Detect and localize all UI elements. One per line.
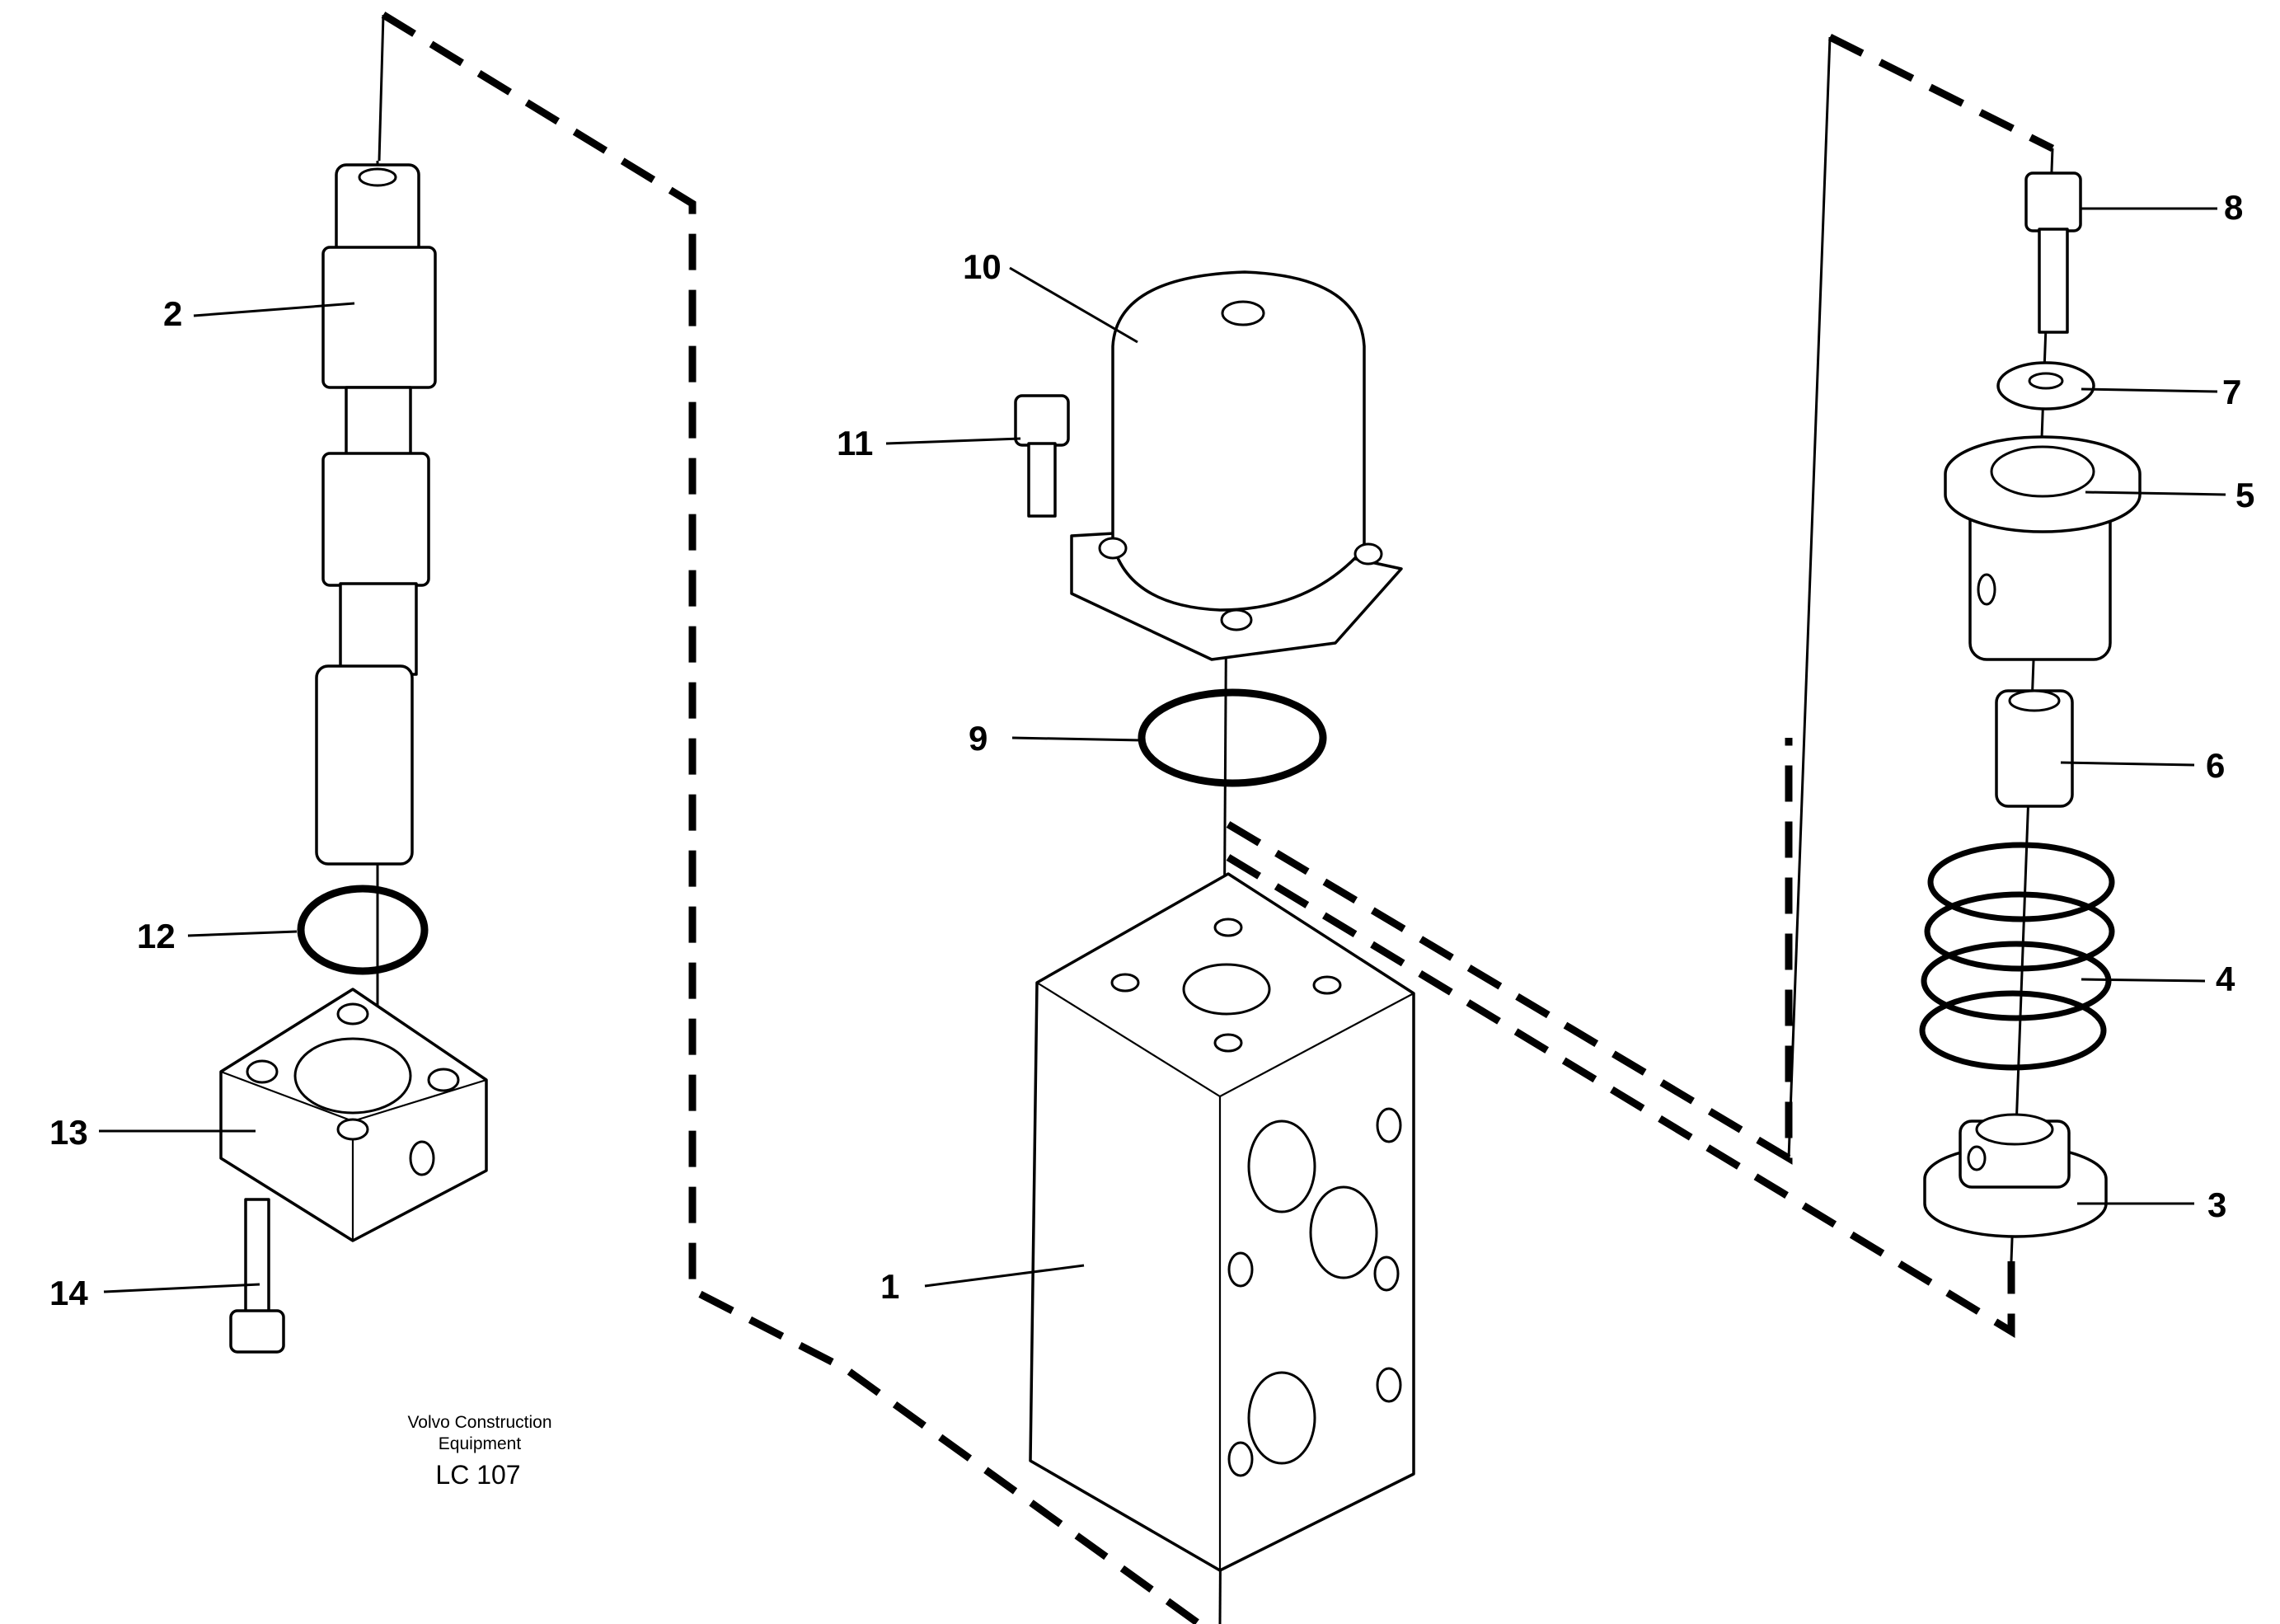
callout-1: 1 bbox=[880, 1267, 899, 1306]
caption-equipment: Equipment bbox=[439, 1434, 522, 1453]
part-6-sleeve bbox=[1995, 689, 2074, 808]
part-9-o-ring bbox=[1138, 688, 1327, 787]
drawing-code: LC 107 bbox=[435, 1460, 520, 1490]
callout-4: 4 bbox=[2216, 960, 2235, 998]
callout-7: 7 bbox=[2222, 373, 2241, 411]
part-3-spring-seat bbox=[1923, 1113, 2108, 1238]
callout-10: 10 bbox=[963, 247, 1002, 286]
dashed-assembly-lines bbox=[378, 12, 2055, 1624]
callout-3: 3 bbox=[2207, 1185, 2226, 1224]
callout-6: 6 bbox=[2206, 746, 2225, 785]
callout-13: 13 bbox=[49, 1113, 88, 1152]
callout-12: 12 bbox=[137, 917, 176, 955]
callout-2: 2 bbox=[163, 294, 182, 333]
leader-lines bbox=[99, 207, 2226, 1293]
part-5-spring-retainer bbox=[1944, 435, 2142, 661]
part-14-cap-screw bbox=[229, 1198, 285, 1354]
part-8-cap-screw bbox=[2024, 171, 2082, 334]
callout-11: 11 bbox=[837, 424, 873, 462]
part-2-spool bbox=[315, 163, 437, 866]
part-7-washer bbox=[1996, 361, 2095, 411]
part-13-flange-block bbox=[219, 988, 488, 1242]
callout-8: 8 bbox=[2224, 188, 2243, 227]
callout-numbers: 1 2 3 4 5 6 7 8 9 10 11 12 13 14 bbox=[49, 188, 2254, 1312]
callout-5: 5 bbox=[2235, 476, 2254, 514]
part-12-o-ring bbox=[297, 885, 429, 975]
drawing-caption: Volvo Construction Equipment LC 107 bbox=[407, 1413, 551, 1490]
part-10-solenoid bbox=[1070, 270, 1403, 661]
callout-9: 9 bbox=[969, 719, 988, 758]
part-4-spring bbox=[1919, 842, 2115, 1071]
caption-company: Volvo Construction bbox=[407, 1413, 551, 1432]
part-1-valve-body bbox=[1029, 872, 1415, 1572]
part-11-cap-screw bbox=[1014, 394, 1070, 518]
callout-14: 14 bbox=[49, 1274, 88, 1312]
